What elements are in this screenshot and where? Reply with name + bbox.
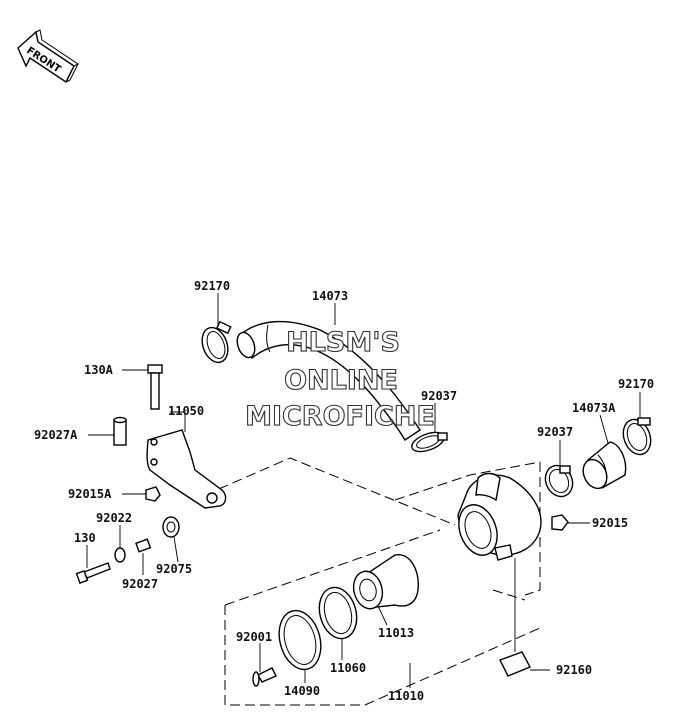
callout-92015A: 92015A xyxy=(68,487,112,501)
assembly-outline xyxy=(204,457,541,706)
callouts: 92170 14073 130A 11050 92027A 92015A 920… xyxy=(34,279,654,703)
callout-92001: 92001 xyxy=(236,630,272,644)
nut-92015A xyxy=(145,486,161,502)
watermark-line-2: ONLINE xyxy=(284,365,398,396)
callout-11050: 11050 xyxy=(168,404,204,418)
cap-14090 xyxy=(278,609,322,671)
front-arrow-icon: FRONT xyxy=(17,29,79,84)
collar-92027A xyxy=(113,416,127,446)
callout-92170-left: 92170 xyxy=(194,279,230,293)
callout-92022: 92022 xyxy=(96,511,132,525)
callout-130: 130 xyxy=(74,531,96,545)
callout-92027A: 92027A xyxy=(34,428,78,442)
callout-11013: 11013 xyxy=(378,626,414,640)
bracket-11050 xyxy=(146,429,227,509)
bolt-130 xyxy=(75,562,111,584)
gasket-11060 xyxy=(318,586,358,640)
intake-hose-14073 xyxy=(236,320,421,441)
watermark-line-1: HLSM'S xyxy=(286,327,400,358)
pad-92160 xyxy=(499,651,531,677)
callout-92170-right: 92170 xyxy=(618,377,654,391)
callout-92037-right: 92037 xyxy=(537,425,573,439)
hose-clamp-92170-left xyxy=(201,320,232,364)
washer-92022 xyxy=(114,547,126,563)
nut-92015 xyxy=(551,514,569,531)
air-cleaner-housing xyxy=(457,472,542,561)
callout-92075: 92075 xyxy=(156,562,192,576)
callout-14073: 14073 xyxy=(312,289,348,303)
hose-clamp-92037-mid xyxy=(411,431,448,453)
screw-92001 xyxy=(252,667,277,687)
leader-lines xyxy=(86,293,641,688)
hose-clamp-92170-right xyxy=(622,417,652,456)
filter-element-11013 xyxy=(352,554,419,610)
callout-11060: 11060 xyxy=(330,661,366,675)
watermark-line-3: MICROFICHE xyxy=(245,401,435,432)
callout-11010: 11010 xyxy=(388,689,424,703)
watermark: HLSM'S ONLINE MICROFICHE xyxy=(245,326,436,432)
hose-14073A xyxy=(582,441,627,490)
callout-14090: 14090 xyxy=(284,684,320,698)
callout-92160: 92160 xyxy=(556,663,592,677)
callout-14073A: 14073A xyxy=(572,401,616,415)
grommet-92075 xyxy=(162,516,180,538)
callout-92027: 92027 xyxy=(122,577,158,591)
hose-clamp-92037-right xyxy=(544,464,574,498)
callout-130A: 130A xyxy=(84,363,114,377)
callout-92015: 92015 xyxy=(592,516,628,530)
bolt-130A xyxy=(147,364,163,410)
callout-92037-mid: 92037 xyxy=(421,389,457,403)
collar-92027 xyxy=(135,538,152,553)
